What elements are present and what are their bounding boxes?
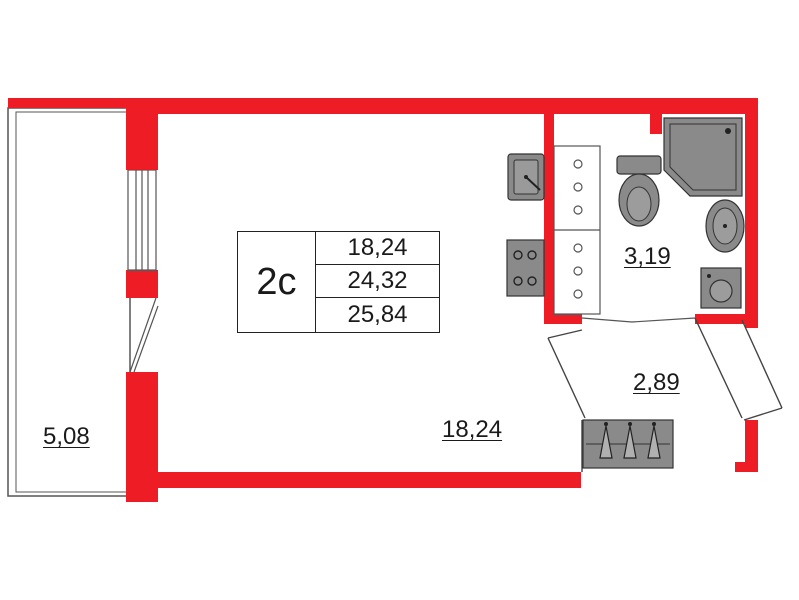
washbasin (705, 199, 745, 253)
balcony-area-label: 5,08 (43, 423, 90, 450)
legend-area-with-balcony: 25,84 (347, 300, 408, 328)
kitchen-sink (507, 153, 545, 201)
shower-cabin (663, 117, 743, 197)
toilet (616, 155, 662, 227)
main-room-area-label: 18,24 (442, 416, 503, 443)
hallway-outline (547, 317, 783, 472)
balcony (7, 107, 131, 497)
legend-total-area: 24,32 (316, 265, 439, 298)
hallway-area-label: 2,89 (633, 369, 680, 396)
kitchen-stove (506, 239, 545, 297)
bathroom-area-label: 3,19 (624, 243, 671, 270)
balcony-door (129, 297, 159, 373)
hallway-wardrobe (582, 419, 674, 469)
bathroom-door (581, 317, 696, 323)
washing-machine (700, 267, 742, 309)
outer-walls (8, 98, 758, 502)
apartment-type: 2с (238, 232, 316, 332)
window (127, 169, 157, 271)
storage-cabinet (553, 145, 601, 315)
legend-living-area: 18,24 (316, 232, 439, 265)
area-legend: 2с 18,24 24,32 25,84 (237, 231, 440, 333)
